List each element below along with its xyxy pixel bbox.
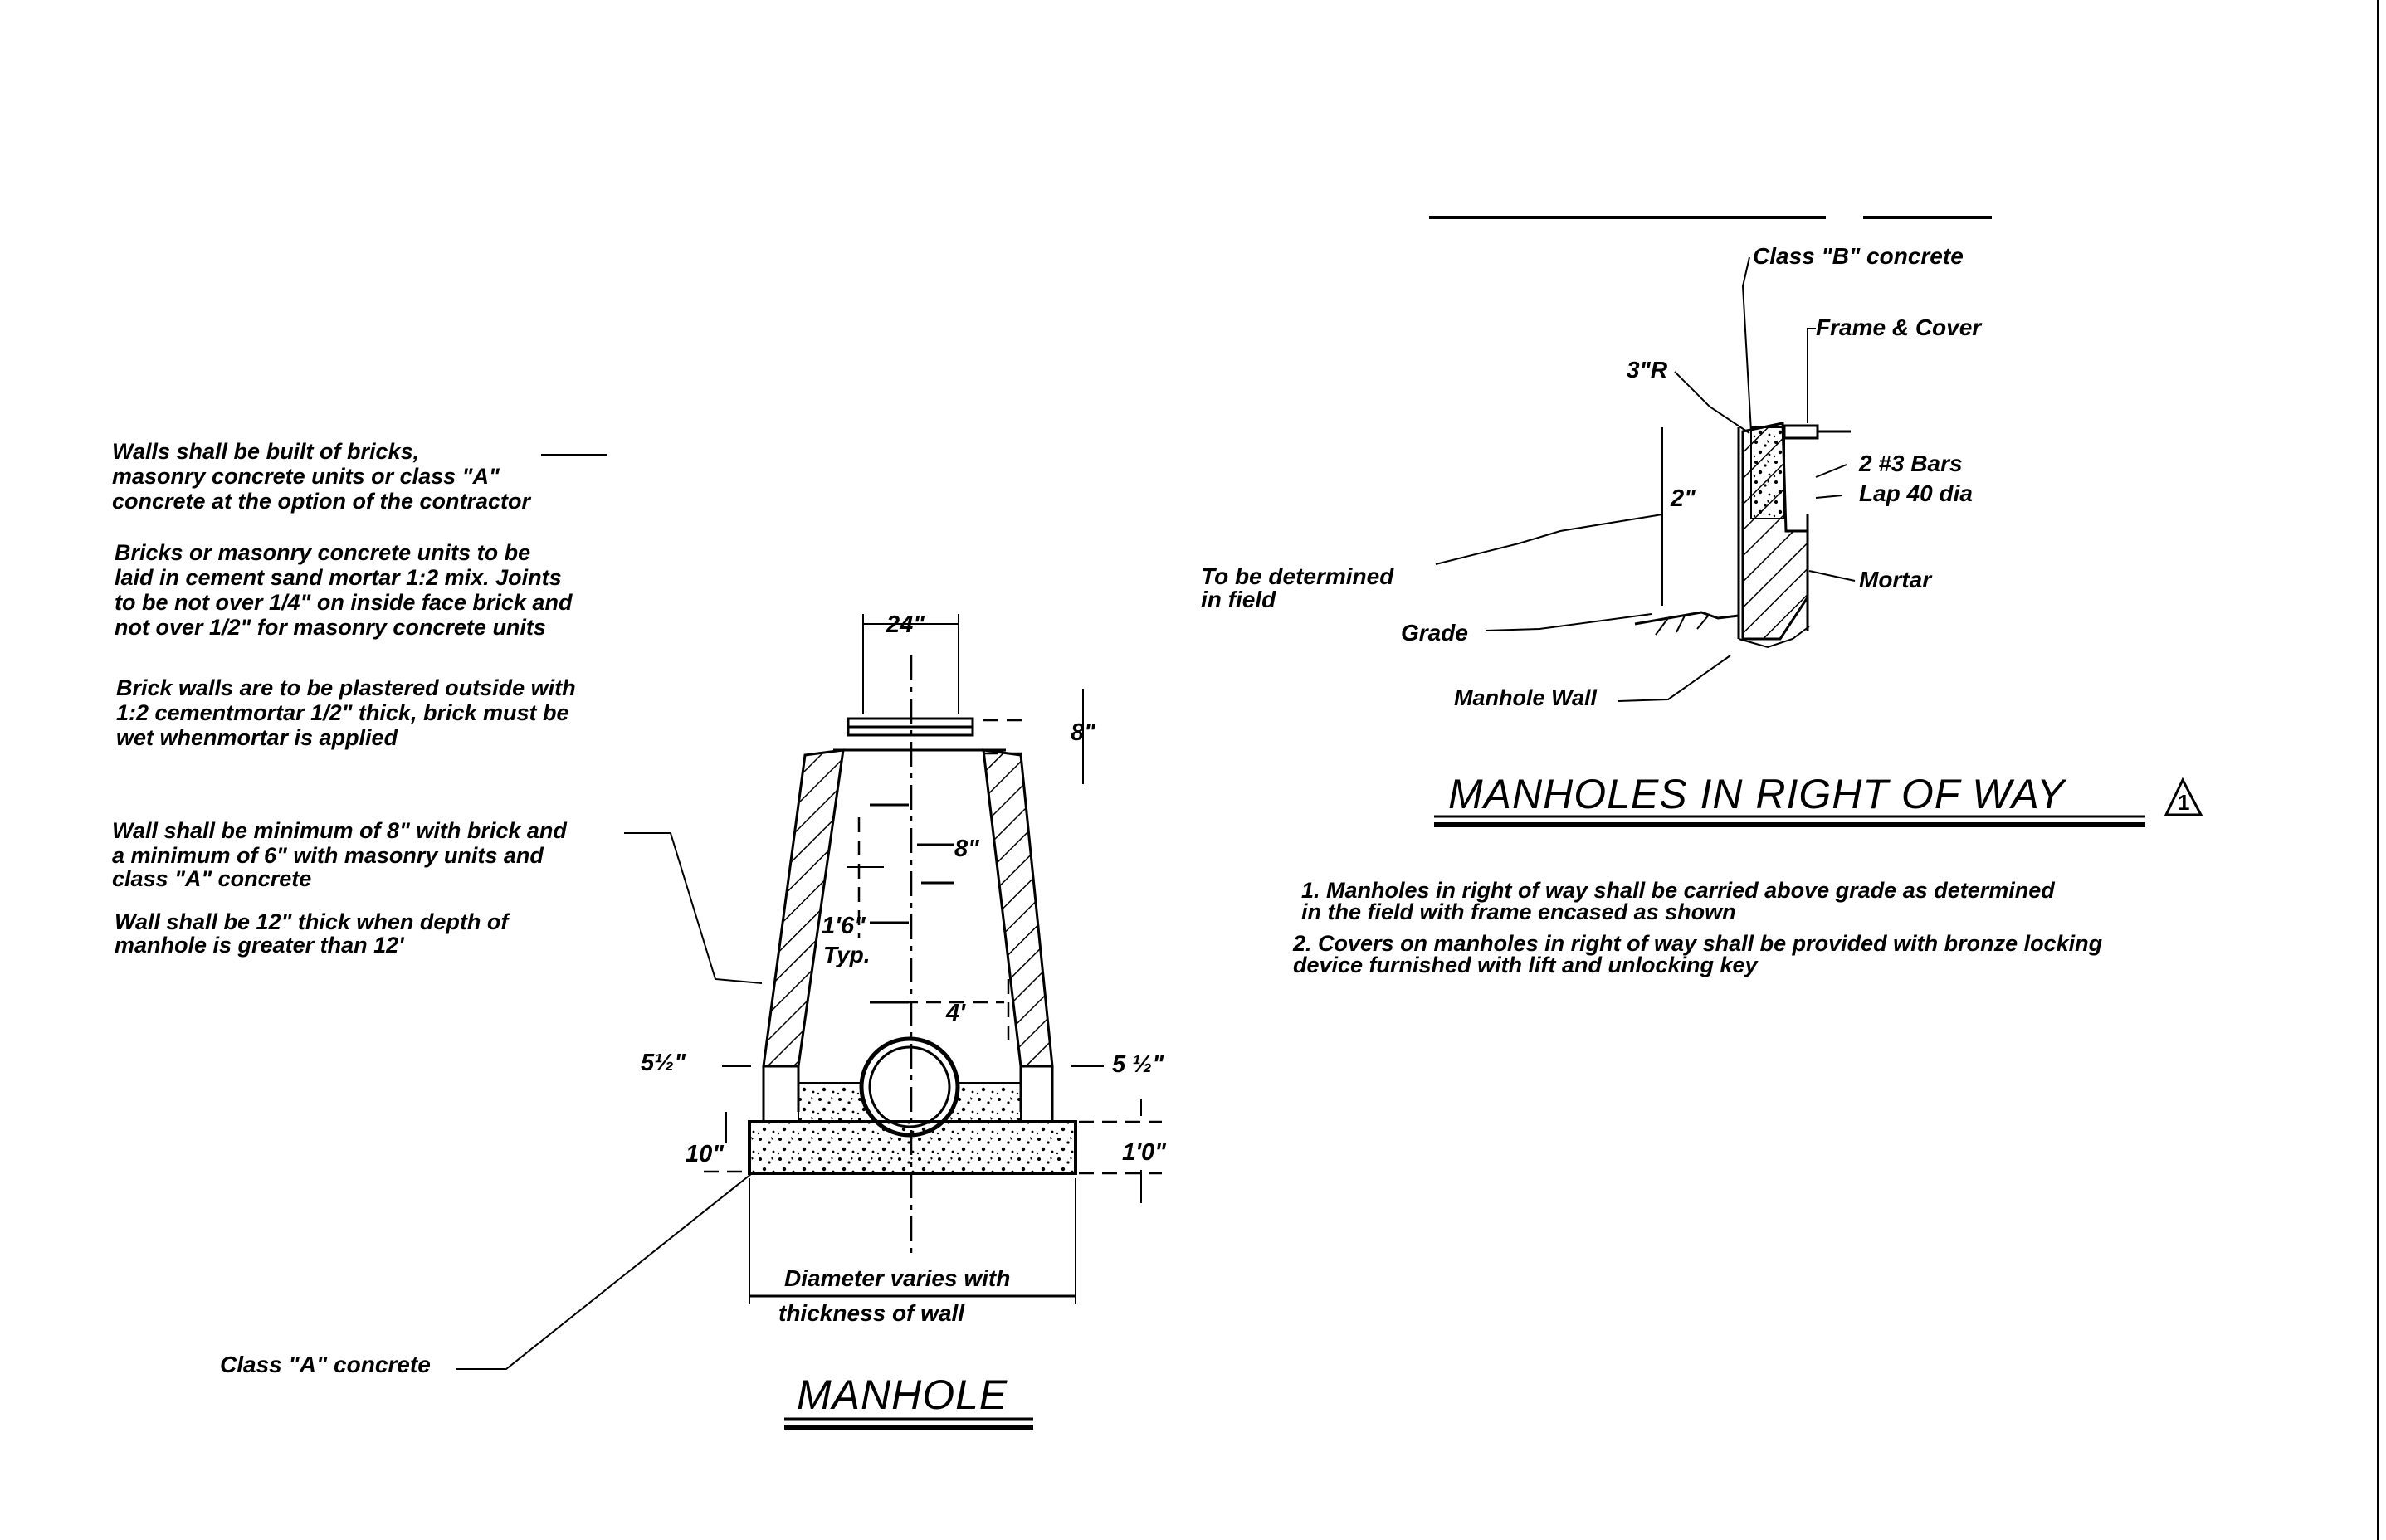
note-line: not over 1/2" for masonry concrete units bbox=[115, 615, 546, 640]
note-line: Brick walls are to be plastered outside … bbox=[116, 675, 576, 700]
dim-step-typ: Typ. bbox=[823, 942, 871, 967]
note-line: masonry concrete units or class "A" bbox=[112, 464, 500, 489]
dim-step-spacing: 1'6" bbox=[822, 913, 866, 939]
dim-right-wall: 5 ½" bbox=[1112, 1051, 1164, 1078]
label-radius: 3"R bbox=[1627, 357, 1668, 383]
note-line: Bricks or masonry concrete units to be bbox=[115, 540, 530, 565]
base-slab bbox=[748, 1120, 1077, 1175]
row-note: 2. Covers on manholes in right of way sh… bbox=[1292, 931, 2103, 956]
right-of-way-detail: 2" Class "B" concrete Frame & Cover 3"R … bbox=[1201, 216, 2203, 977]
note-line: laid in cement sand mortar 1:2 mix. Join… bbox=[115, 565, 562, 590]
note-line: class "A" concrete bbox=[112, 866, 311, 891]
label-grade: Grade bbox=[1401, 620, 1468, 646]
note-line: 1:2 cementmortar 1/2" thick, brick must … bbox=[116, 700, 569, 725]
concrete-label: Class "A" concrete bbox=[220, 1352, 431, 1377]
base-note-line2: thickness of wall bbox=[778, 1300, 965, 1326]
right-of-way-title: MANHOLES IN RIGHT OF WAY bbox=[1448, 771, 2067, 817]
frame-and-cover bbox=[1783, 424, 1819, 440]
dim-base-diameter: 4' bbox=[945, 1000, 966, 1026]
note-line: wet whenmortar is applied bbox=[116, 725, 398, 750]
label-two-inch: 2" bbox=[1670, 485, 1696, 512]
manhole-title: MANHOLE bbox=[797, 1372, 1008, 1418]
dim-top-opening: 24" bbox=[886, 612, 925, 638]
general-notes: Walls shall be built of bricks, masonry … bbox=[112, 439, 607, 958]
note-line: a minimum of 6" with masonry units and bbox=[112, 843, 544, 868]
dim-base-left: 10" bbox=[686, 1141, 725, 1167]
dim-frame-height: 8" bbox=[1071, 719, 1096, 746]
row-note: 1. Manholes in right of way shall be car… bbox=[1301, 878, 2055, 903]
revision-mark: 1 bbox=[2178, 790, 2189, 815]
label-in-field: in field bbox=[1201, 587, 1276, 612]
note-line: to be not over 1/4" on inside face brick… bbox=[115, 590, 573, 615]
note-line: Walls shall be built of bricks, bbox=[112, 439, 419, 464]
row-note: device furnished with lift and unlocking… bbox=[1293, 953, 1759, 977]
label-to-be-determined: To be determined bbox=[1201, 563, 1394, 589]
label-frame-cover: Frame & Cover bbox=[1816, 314, 1983, 340]
label-class-b: Class "B" concrete bbox=[1753, 243, 1964, 269]
right-wall bbox=[982, 748, 1054, 1068]
base-note-line1: Diameter varies with bbox=[784, 1265, 1010, 1291]
manhole-section: 24" 8" 8" 1'6" Typ. 4' 5½" 5 ½" 10" 1'0"… bbox=[220, 612, 1167, 1430]
label-lap: Lap 40 dia bbox=[1859, 480, 1973, 506]
revision-triangle: 1 bbox=[2164, 777, 2203, 816]
label-bars: 2 #3 Bars bbox=[1858, 451, 1963, 476]
manhole-steps bbox=[847, 803, 954, 1004]
row-note: in the field with frame encased as shown bbox=[1301, 899, 1736, 924]
label-mortar: Mortar bbox=[1859, 567, 1933, 592]
note-line: manhole is greater than 12' bbox=[115, 933, 405, 958]
note-line: concrete at the option of the contractor bbox=[112, 489, 532, 514]
left-wall bbox=[762, 748, 845, 1068]
note-line: Wall shall be 12" thick when depth of bbox=[115, 909, 510, 934]
dim-base-right: 1'0" bbox=[1122, 1139, 1167, 1166]
dim-wall-thickness: 8" bbox=[954, 836, 980, 862]
label-manhole-wall: Manhole Wall bbox=[1454, 685, 1598, 710]
dim-left-wall: 5½" bbox=[641, 1050, 686, 1076]
note-line: Wall shall be minimum of 8" with brick a… bbox=[112, 818, 567, 843]
